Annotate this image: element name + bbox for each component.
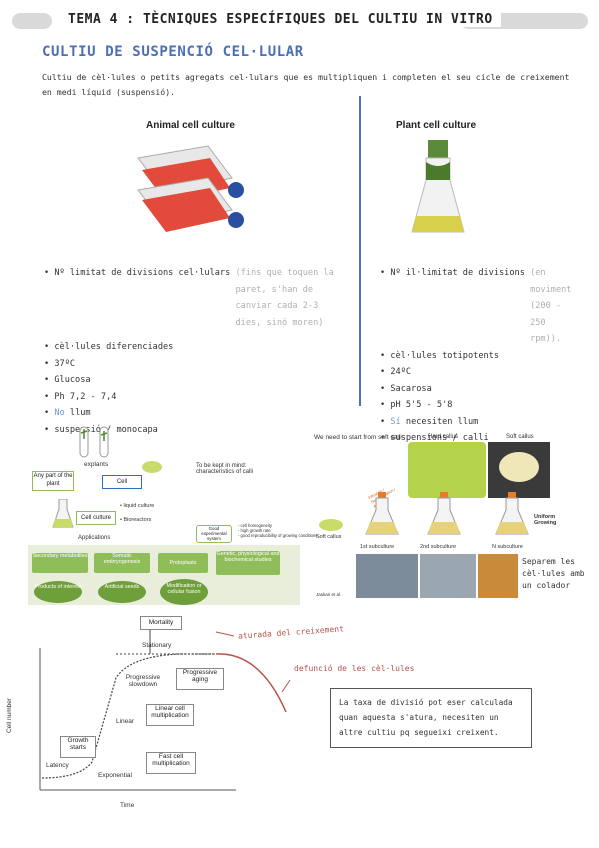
growth-curve-diagram: Cell number Time Mortality Stationary Pr…	[6, 612, 420, 817]
flask-icon	[52, 499, 74, 528]
note-box-text: La taxa de divisió pot eser calculada qu…	[339, 698, 513, 737]
stationary-label: Stationary	[142, 642, 172, 649]
protoplasts-box: Protoplasts	[158, 553, 208, 573]
animal-bullet: • Nº limitat de divisions cel·lulars (fi…	[44, 268, 334, 328]
somatic-embryogenesis-box: Somatic embryogenesis	[94, 553, 150, 573]
latency-label: Latency	[46, 762, 69, 769]
section-title: CULTIU DE SUSPENCIÓ CEL·LULAR	[42, 44, 304, 60]
plant-bullet: • suspensions / calli	[380, 433, 489, 443]
hard-callus-photo	[408, 442, 486, 498]
bioreactors: • Bioreactors	[120, 517, 152, 523]
cell-box: Cell	[102, 475, 142, 489]
plant-bullet: • Sí necesiten llum	[380, 416, 479, 427]
keep-in-mind: To be kept in mind: characteristics of c…	[196, 463, 254, 475]
secondary-metabolites-box: Secondary metabolites	[32, 553, 88, 573]
plant-bullet: • Sacarosa	[380, 383, 432, 394]
uniform-growing: Uniform Growing	[534, 514, 557, 526]
flask-1-icon	[365, 492, 399, 535]
soft-callus-icon	[319, 519, 343, 531]
any-part-box: Any part of the plant	[32, 471, 74, 491]
growth-curve-svg	[39, 630, 291, 791]
liquid-culture: • liquid culture	[120, 503, 155, 509]
fast-multiplication-box: Fast cell multiplication	[146, 752, 196, 774]
death-note: defunció de les cèl·lules	[294, 664, 415, 673]
y-axis-label: Cell number	[6, 697, 14, 734]
exponential-label: Exponential	[98, 772, 132, 779]
mortality-box: Mortality	[140, 616, 182, 630]
soft-callus-photo	[488, 442, 550, 498]
page-title: TEMA 4 : TÈCNIQUES ESPECÍFIQUES DEL CULT…	[60, 12, 501, 27]
soft-callus-label: Soft callus	[316, 534, 342, 540]
animal-bullets: • Nº limitat de divisions cel·lulars (fi…	[44, 265, 335, 438]
genetic-studies-box: Genetic, physiological and biochemical s…	[216, 551, 280, 575]
animal-flask-image	[137, 145, 244, 232]
plant-bullets: • Nº il·limitat de divisions (en movimen…	[380, 265, 574, 447]
animal-bullet: • No llum	[44, 408, 91, 418]
plant-flask-image	[411, 140, 465, 233]
animal-bullet: • Ph 7,2 - 7,4	[44, 391, 117, 402]
subculture-header: We need to start from soft calli	[314, 434, 402, 441]
step-2: 2nd subculture	[420, 544, 457, 550]
hard-callus-label: Hard callus	[428, 434, 459, 440]
photo-c	[478, 554, 518, 598]
growth-starts-box: Growth starts	[60, 736, 96, 758]
plant-bullet: • 24ºC	[380, 367, 412, 377]
products-circle: Products of interest	[34, 581, 82, 603]
photo-b	[420, 554, 476, 598]
section-intro: Cultiu de cèl·lules o petits agregats ce…	[42, 72, 570, 97]
plant-bullet: • Nº il·limitat de divisions (en movimen…	[380, 268, 572, 344]
animal-bullet: • cèl·lules diferenciades	[44, 342, 174, 352]
column-divider	[359, 96, 361, 406]
linear-multiplication-box: Linear cell multiplication	[146, 704, 194, 726]
good-exp-box: Good experimental system	[196, 525, 232, 543]
plant-heading: Plant cell culture	[396, 120, 477, 131]
step-n: N subculture	[492, 544, 523, 550]
credit: Jaskari et al.	[316, 592, 342, 597]
soft-callus-photo-label: Soft callus	[506, 434, 534, 440]
plant-bullet: • pH 5'5 - 5'8	[380, 400, 453, 410]
progressive-slowdown-label: Progressive slowdown	[125, 674, 161, 688]
test-tube-icon	[79, 426, 109, 458]
cell-culture-box: Cell culture	[76, 511, 116, 525]
plant-bullet: • cèl·lules totipotents	[380, 350, 500, 361]
note-box: La taxa de divisió pot eser calculada qu…	[330, 688, 532, 748]
title-bar: TEMA 4 : TÈCNIQUES ESPECÍFIQUES DEL CULT…	[12, 10, 588, 32]
animal-heading: Animal cell culture	[146, 120, 235, 131]
step-1: 1st subculture	[360, 544, 395, 550]
flask-n-icon	[495, 492, 529, 535]
progressive-aging-box: Progressive aging	[176, 668, 224, 690]
x-axis-label: Time	[120, 802, 135, 809]
photo-a	[356, 554, 418, 598]
artificial-seeds-circle: Artificial seeds	[98, 581, 146, 603]
callus-blob-icon	[142, 461, 162, 473]
calli-notes: - cell homogeneity - high growth rate - …	[238, 523, 318, 538]
explants-label: explants	[84, 461, 109, 468]
linear-label: Linear	[116, 718, 135, 725]
applications-label: Applications	[78, 535, 111, 541]
subculture-diagram: We need to start from soft calli Hard ca…	[308, 430, 598, 610]
animal-bullet: • Glucosa	[44, 375, 91, 385]
callus-diagram: explants Any part of the plant Cell To b…	[28, 425, 318, 605]
sieve-note: Separem les cèl·lules amb un colador	[522, 557, 585, 590]
animal-bullet: • 37ºC	[44, 358, 76, 369]
title-pill-left	[12, 13, 52, 29]
flask-2-icon	[427, 492, 461, 535]
modification-circle: Modification or cellular fusion	[160, 579, 208, 605]
